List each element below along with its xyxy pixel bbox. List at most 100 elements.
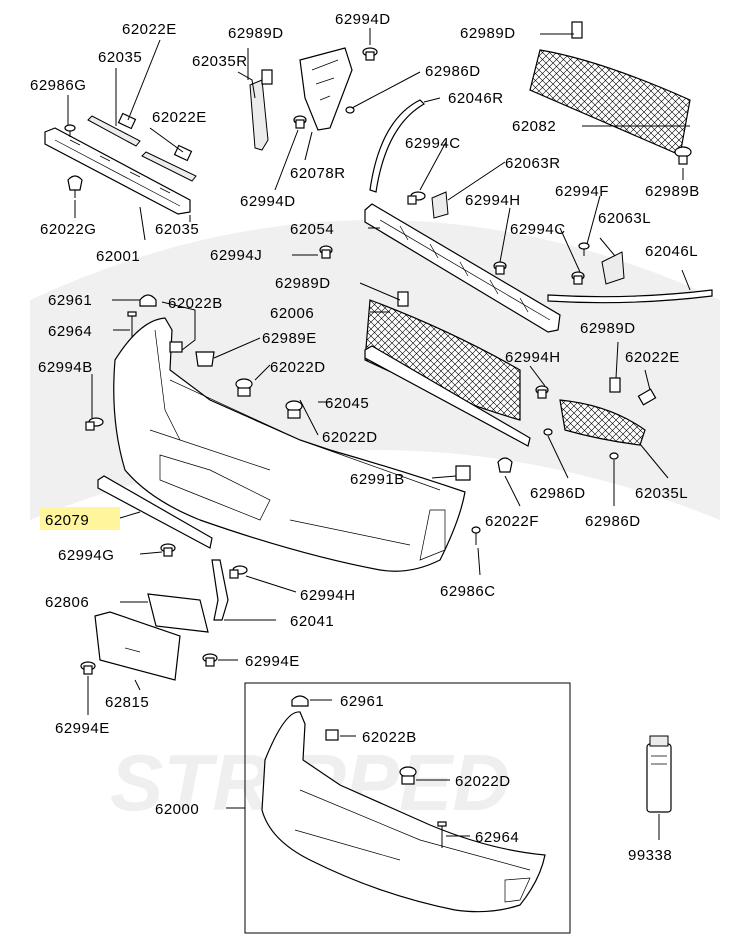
label-62994F: 62994F — [555, 183, 609, 200]
label-62054: 62054 — [290, 221, 334, 238]
part-62078R-bracket[interactable] — [299, 47, 353, 131]
part-62035-strip-a[interactable] — [87, 115, 141, 147]
screw-62986C[interactable] — [471, 526, 481, 545]
screw-62994J[interactable] — [319, 245, 333, 259]
label-62046L: 62046L — [645, 243, 698, 260]
label-62989D-a: 62989D — [228, 25, 284, 42]
screw-62986D-c[interactable] — [609, 452, 619, 460]
clip-62989D-b[interactable] — [571, 21, 583, 39]
label-62022D-c: 62022D — [455, 773, 511, 790]
part-bumper-cover[interactable] — [113, 317, 466, 572]
label-62806: 62806 — [45, 594, 89, 611]
label-62000: 62000 — [155, 801, 199, 818]
part-62082-upper-grille[interactable] — [529, 49, 691, 156]
label-62022E-b: 62022E — [152, 109, 207, 126]
label-62991B: 62991B — [350, 471, 405, 488]
clip-62022E-c[interactable] — [637, 388, 657, 406]
label-62022B-b: 62022B — [362, 729, 417, 746]
part-62045-molding[interactable] — [364, 345, 531, 447]
part-62035L-grille[interactable] — [559, 399, 646, 446]
label-99338: 99338 — [628, 847, 672, 864]
part-62041-stay[interactable] — [211, 559, 229, 621]
clip-62961-a[interactable] — [139, 294, 157, 307]
label-62989B: 62989B — [645, 183, 700, 200]
part-62806-bracket[interactable] — [147, 593, 209, 633]
part-62035R-bracket[interactable] — [249, 79, 269, 151]
label-62989D-b: 62989D — [460, 25, 516, 42]
label-62961-a: 62961 — [48, 292, 92, 309]
label-62035R: 62035R — [192, 53, 248, 70]
clip-62989D-a[interactable] — [261, 69, 273, 85]
label-62082: 62082 — [512, 118, 556, 135]
screw-62994B[interactable] — [85, 417, 104, 431]
label-62006: 62006 — [270, 305, 314, 322]
clip-62989E[interactable] — [195, 351, 215, 367]
clip-62022D-a[interactable] — [235, 378, 253, 397]
clip-62989D-d[interactable] — [609, 377, 621, 393]
label-62035L: 62035L — [635, 485, 688, 502]
part-62046L-molding[interactable] — [547, 289, 713, 304]
part-62046R-molding[interactable] — [369, 99, 425, 193]
part-62079-lower-strip[interactable] — [97, 475, 213, 549]
label-62986C: 62986C — [440, 583, 496, 600]
screw-62994D-a[interactable] — [362, 47, 378, 61]
part-62035-strip-b[interactable] — [141, 151, 197, 182]
screw-62994H-c[interactable] — [229, 565, 248, 579]
screw-62994H-b[interactable] — [535, 385, 549, 399]
leader-lines — [67, 28, 691, 840]
screw-62986G[interactable] — [64, 124, 76, 137]
label-62022E-a: 62022E — [122, 21, 177, 38]
label-62994H-a: 62994H — [465, 192, 521, 209]
clip-62022E-a[interactable] — [117, 112, 137, 130]
label-62022G: 62022G — [40, 221, 96, 238]
screw-62994H-a[interactable] — [493, 261, 507, 275]
pin-62964-a[interactable] — [127, 311, 137, 338]
label-62994C-b: 62994C — [510, 221, 566, 238]
label-62989D-c: 62989D — [275, 275, 331, 292]
screw-62994D-b[interactable] — [293, 115, 307, 129]
label-62046R: 62046R — [448, 90, 504, 107]
label-62022F: 62022F — [485, 513, 539, 530]
clip-62022F[interactable] — [497, 457, 513, 473]
clip-62989B[interactable] — [674, 146, 692, 165]
screw-62994E-a[interactable] — [202, 653, 218, 667]
screw-62986D-a[interactable] — [345, 106, 355, 114]
part-62815-plate-bracket[interactable] — [94, 611, 181, 681]
label-62022E-c: 62022E — [625, 349, 680, 366]
label-62041: 62041 — [290, 613, 334, 630]
screw-62994F[interactable] — [578, 242, 590, 256]
label-62078R: 62078R — [290, 165, 346, 182]
label-62986D-c: 62986D — [585, 513, 641, 530]
part-62063R-bracket[interactable] — [431, 191, 449, 219]
part-62054-upper-support[interactable] — [364, 203, 561, 333]
label-62964-a: 62964 — [48, 323, 92, 340]
part-99338-sealant-tube[interactable] — [646, 735, 672, 813]
label-62994G: 62994G — [58, 547, 114, 564]
label-62986D-a: 62986D — [425, 63, 481, 80]
label-62994D-b: 62994D — [240, 193, 296, 210]
screw-62994C-b[interactable] — [571, 271, 585, 285]
part-labels: 62022E 62035 62986G 62022E 62022G 62001 … — [30, 11, 700, 864]
label-62961-b: 62961 — [340, 693, 384, 710]
label-62994H-b: 62994H — [505, 349, 561, 366]
clip-62989D-c[interactable] — [397, 291, 409, 307]
label-62994C-a: 62994C — [405, 135, 461, 152]
label-62063R: 62063R — [505, 155, 561, 172]
clip-62022B-a[interactable] — [169, 341, 183, 353]
label-62986D-b: 62986D — [530, 485, 586, 502]
screw-62986D-b[interactable] — [543, 428, 553, 436]
screw-62994C-a[interactable] — [407, 191, 426, 205]
clip-62022G[interactable] — [67, 175, 83, 198]
assembly-inset-62000[interactable] — [244, 682, 571, 934]
label-62035-a: 62035 — [98, 49, 142, 66]
screw-62994G[interactable] — [160, 543, 176, 557]
clip-62022D-b[interactable] — [285, 400, 303, 419]
clip-62991B[interactable] — [455, 465, 471, 481]
label-62022B-a: 62022B — [168, 295, 223, 312]
label-62063L: 62063L — [598, 210, 651, 227]
screw-62994E-b[interactable] — [80, 661, 96, 675]
label-62045: 62045 — [325, 395, 369, 412]
part-62001-reinforcement[interactable] — [44, 127, 191, 215]
part-62063L-bracket[interactable] — [601, 251, 625, 285]
